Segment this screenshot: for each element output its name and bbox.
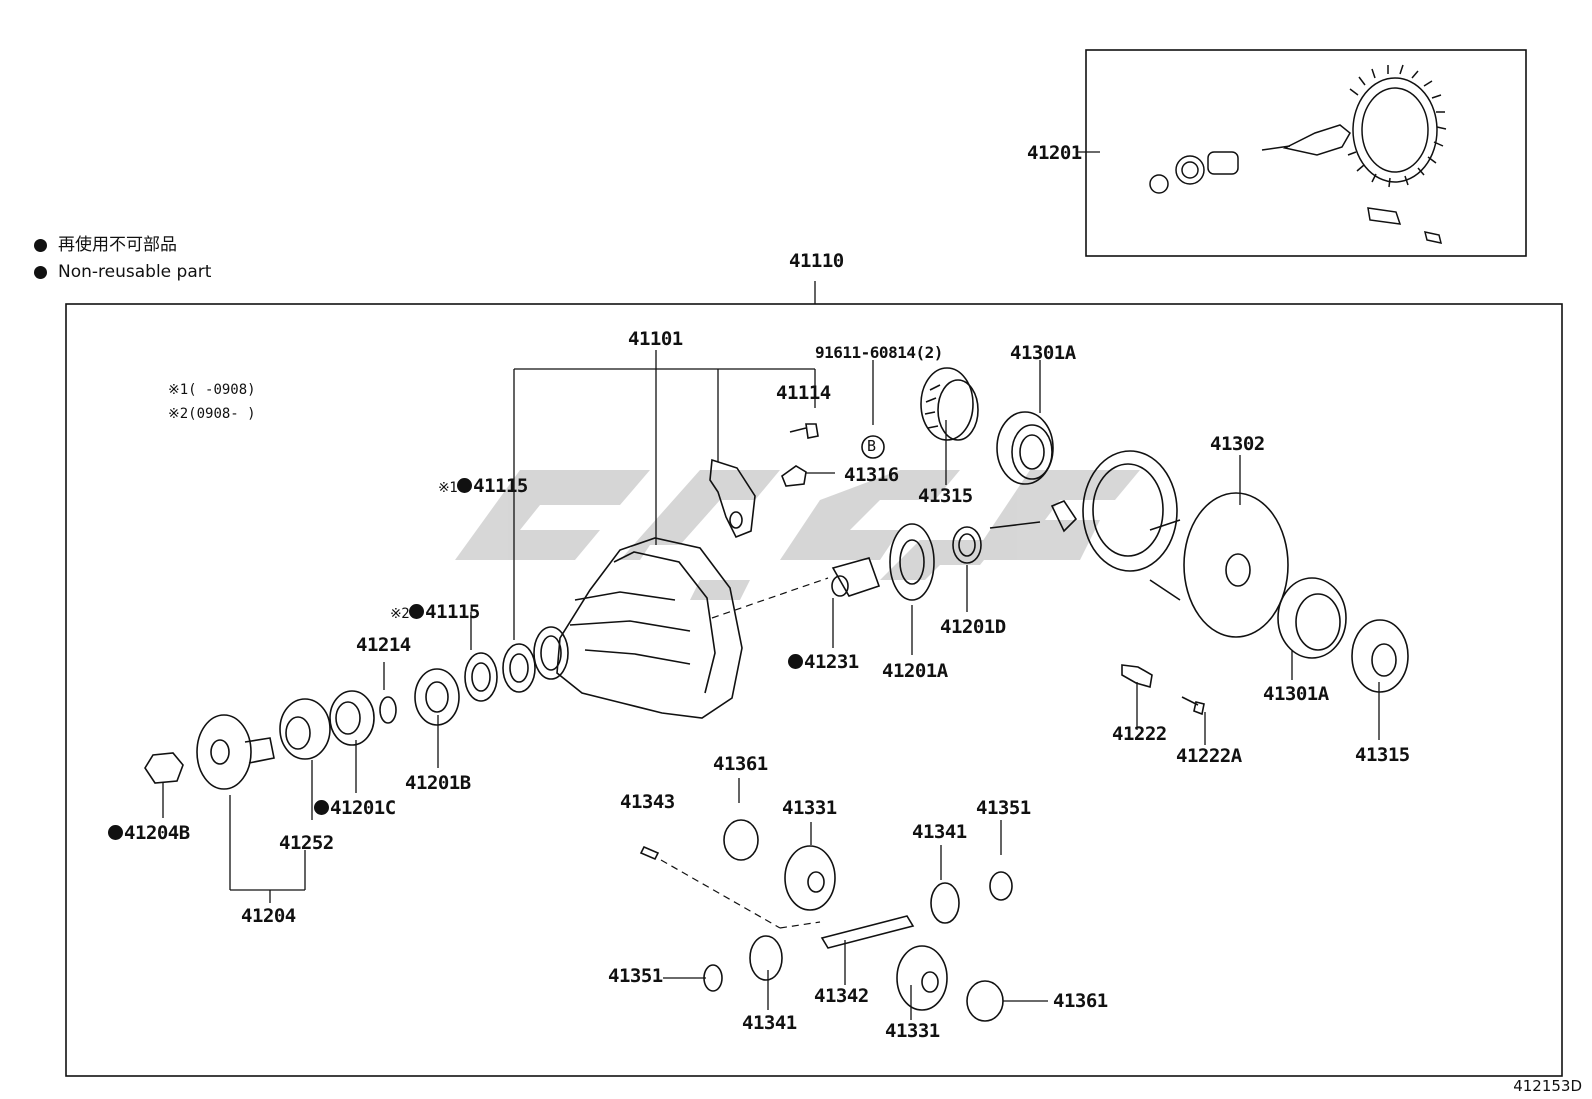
part-label-41115-1[interactable]: ※1 41115 [438,475,528,497]
dashed-guides [660,577,829,929]
part-label-41114[interactable]: 41114 [776,382,831,404]
assembly-inset-box [1085,49,1527,257]
non-reusable-dot-icon [788,654,803,669]
part-label-41101[interactable]: 41101 [628,328,683,350]
bullet-dot-icon [34,266,47,279]
circle-b-marker: B [867,437,876,455]
inset-gear-set-drawing [1149,64,1447,244]
leader-lines [162,350,1380,1020]
bullet-dot-icon [34,239,47,252]
carrier-housing-drawing [556,537,743,719]
part-label-41361-top[interactable]: 41361 [713,753,768,775]
legend-text-en: Non-reusable part [58,262,212,282]
part-label-41222[interactable]: 41222 [1112,723,1167,745]
part-label-41361-bot[interactable]: 41361 [1053,990,1108,1012]
part-label-41315-bot[interactable]: 41315 [1355,744,1410,766]
part-number-text: 41204B [124,822,190,844]
part-number-text: 41201C [330,797,396,819]
note-marker-1: ※1 [438,480,458,496]
part-label-41315-top[interactable]: 41315 [918,485,973,507]
legend: 再使用不可部品 Non-reusable part [34,232,211,286]
watermark-logo [455,470,1140,600]
non-reusable-dot-icon [457,478,473,493]
part-drawings [144,367,1409,1022]
part-label-41201C[interactable]: 41201C [314,797,396,819]
legend-row-jp: 再使用不可部品 [34,232,211,259]
part-label-41110[interactable]: 41110 [789,250,844,272]
non-reusable-dot-icon [409,604,425,619]
part-label-41341-right[interactable]: 41341 [912,821,967,843]
part-label-41342[interactable]: 41342 [814,985,869,1007]
part-label-41201B[interactable]: 41201B [405,772,471,794]
part-number-text: 41115 [425,601,480,623]
part-label-41343[interactable]: 41343 [620,791,675,813]
non-reusable-dot-icon [108,825,123,840]
part-label-41201A[interactable]: 41201A [882,660,948,682]
part-label-41302[interactable]: 41302 [1210,433,1265,455]
part-label-41331-top[interactable]: 41331 [782,797,837,819]
figure-id: 412153D [1513,1077,1582,1095]
part-label-41115-2[interactable]: ※2 41115 [390,601,480,623]
part-label-41351-left[interactable]: 41351 [608,965,663,987]
note-2: ※2(0908- ) [168,406,256,422]
part-label-41301A-top[interactable]: 41301A [1010,342,1076,364]
note-marker-2: ※2 [390,606,410,622]
legend-text-jp: 再使用不可部品 [58,235,177,255]
part-label-41201D[interactable]: 41201D [940,616,1006,638]
part-number-text: 41115 [473,475,528,497]
legend-row-en: Non-reusable part [34,259,211,286]
part-label-91611-60814[interactable]: 91611-60814(2) [815,343,943,362]
part-label-41201[interactable]: 41201 [1027,142,1082,164]
part-label-41204[interactable]: 41204 [241,905,296,927]
part-label-41301A-bot[interactable]: 41301A [1263,683,1329,705]
part-label-41222A[interactable]: 41222A [1176,745,1242,767]
bearing-cap-drawing [709,458,756,539]
main-frame [65,303,1563,1077]
part-label-41231[interactable]: 41231 [788,651,859,673]
part-label-41204B[interactable]: 41204B [108,822,190,844]
part-label-41331-bot[interactable]: 41331 [885,1020,940,1042]
part-label-41351-right[interactable]: 41351 [976,797,1031,819]
part-label-41214[interactable]: 41214 [356,634,411,656]
part-label-41252[interactable]: 41252 [279,832,334,854]
part-number-text: 41231 [804,651,859,673]
part-label-41316[interactable]: 41316 [844,464,899,486]
note-1: ※1( -0908) [168,382,256,398]
part-label-41341-left[interactable]: 41341 [742,1012,797,1034]
non-reusable-dot-icon [314,800,329,815]
